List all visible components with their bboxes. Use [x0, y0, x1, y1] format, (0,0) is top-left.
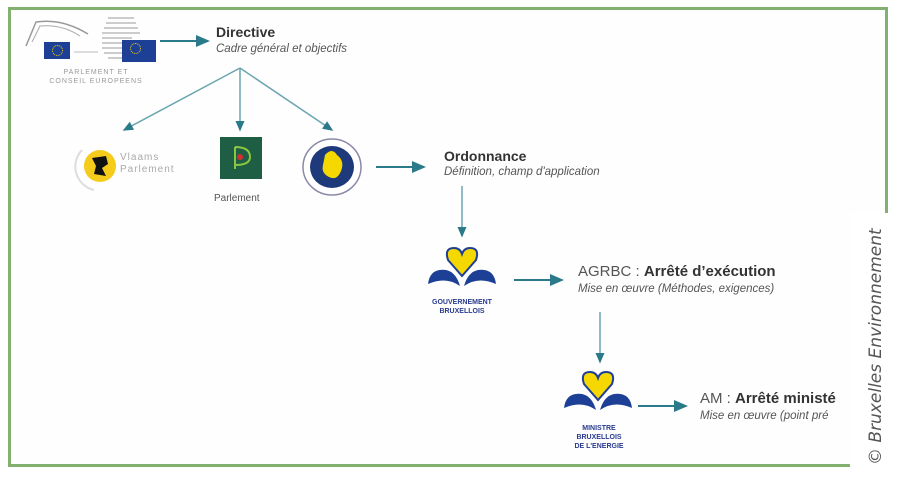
frame-border-right	[885, 7, 888, 213]
directive-subtitle: Cadre général et objectifs	[216, 43, 348, 55]
eu-caption: PARLEMENT ET CONSEIL EUROPEENS	[49, 69, 143, 85]
ordonnance-subtitle: Définition, champ d'application	[444, 166, 600, 178]
diagram-frame	[8, 7, 888, 467]
brussels-iris-heart-icon	[428, 246, 496, 286]
arrow-directive-to-brussels	[239, 67, 334, 131]
directive-title: Directive	[216, 24, 276, 40]
brussels-parliament-seal-icon	[302, 138, 362, 196]
eu-buildings-icon	[25, 17, 140, 59]
am-node: AM : Arrêté ministé Mise en œuvre (point…	[700, 390, 850, 430]
agrbc-subtitle: Mise en œuvre (Méthodes, exigences)	[578, 283, 775, 295]
am-title: AM : Arrêté ministé	[700, 390, 836, 407]
ordonnance-title: Ordonnance	[444, 148, 527, 164]
watermark-area	[850, 213, 901, 480]
flemish-lion-icon	[74, 149, 116, 191]
parlement-p-icon	[220, 137, 262, 179]
brussels-iris-heart-icon	[564, 370, 632, 410]
am-subtitle: Mise en œuvre (point pré	[700, 410, 829, 422]
eu-flag-icon	[122, 40, 156, 62]
arrow-directive-to-vlaams	[122, 67, 241, 131]
eu-flag-icon	[44, 42, 70, 59]
agrbc-title: AGRBC : Arrêté d’exécution	[578, 263, 776, 280]
